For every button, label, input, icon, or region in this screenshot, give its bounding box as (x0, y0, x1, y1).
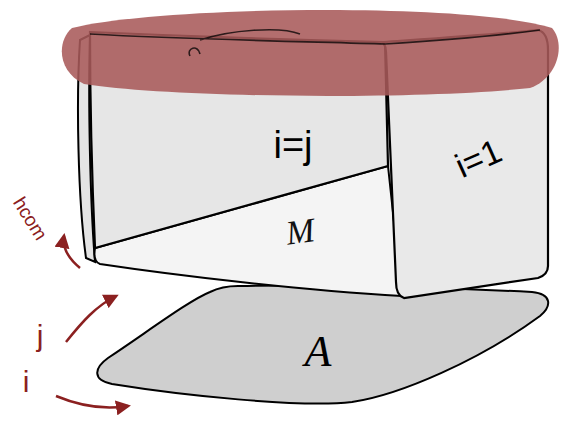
direction-label: i (23, 367, 30, 397)
face-label: i=j (273, 126, 312, 164)
direction-label: hcom (10, 193, 51, 242)
lid-edges (90, 30, 540, 56)
face-label: M (284, 213, 317, 251)
hcom-arrow (64, 236, 80, 268)
base-label: A (305, 330, 332, 374)
base-face (97, 285, 548, 403)
lid (62, 10, 559, 96)
direction-label: j (37, 321, 44, 351)
j-arrow (66, 296, 116, 342)
i-arrow (56, 396, 128, 408)
